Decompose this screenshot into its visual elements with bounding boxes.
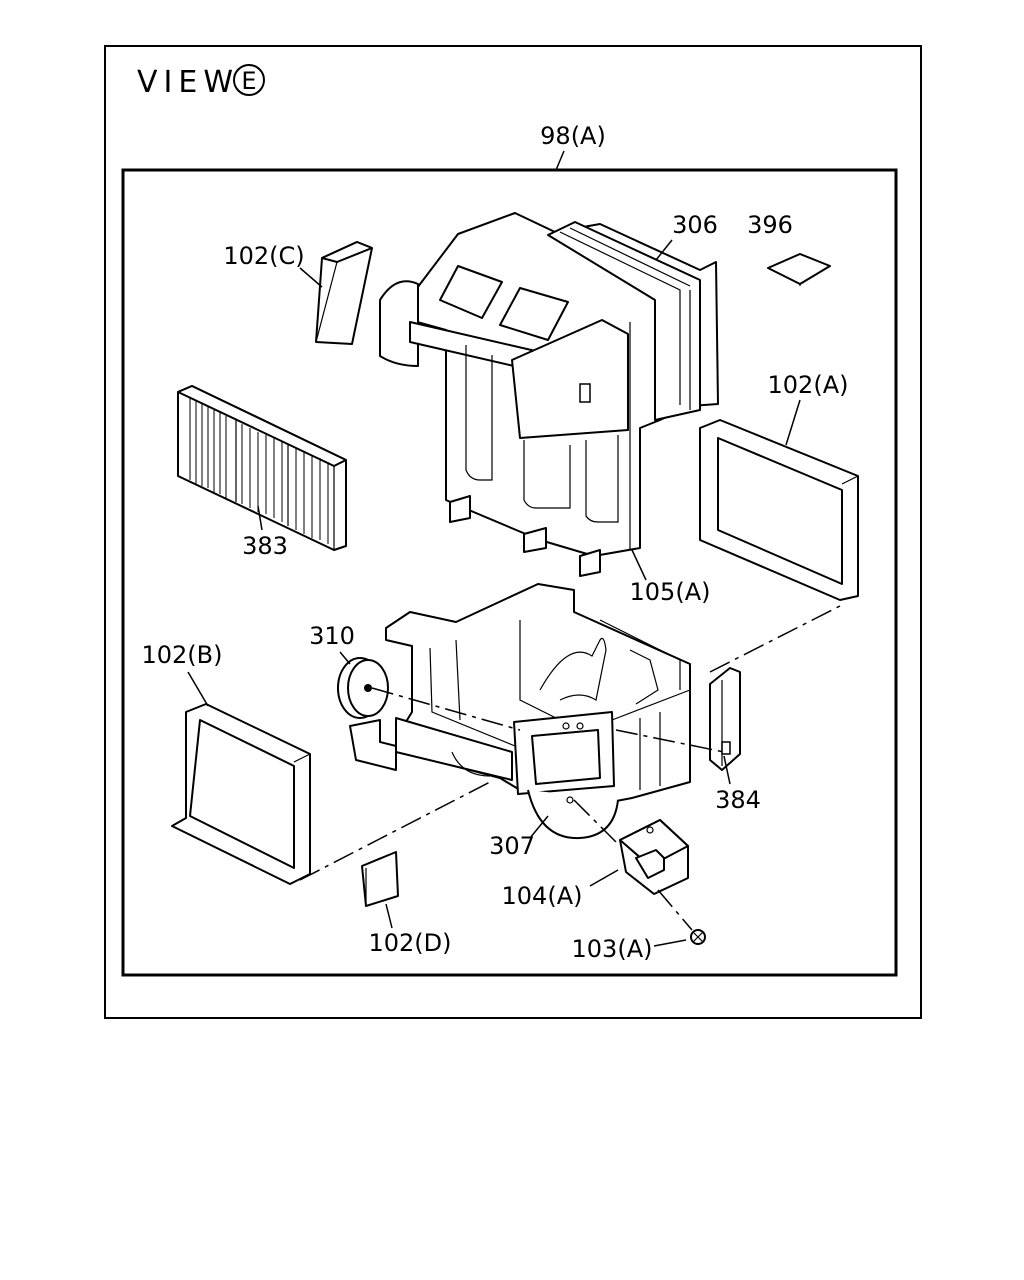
leader-102a <box>785 399 801 446</box>
view-letter: E <box>241 67 256 95</box>
part-307-lower-case <box>349 583 691 840</box>
label-310: 310 <box>309 622 355 650</box>
label-105a: 105(A) <box>630 578 711 606</box>
leader-383 <box>257 505 263 531</box>
leader-103a <box>653 939 687 947</box>
part-102d-pad <box>361 851 399 907</box>
leader-306 <box>655 239 673 261</box>
leader-98a <box>555 150 565 171</box>
view-title: VIEW <box>137 65 239 100</box>
label-384: 384 <box>715 786 761 814</box>
label-103a: 103(A) <box>572 935 653 963</box>
axis-102a <box>709 605 841 673</box>
axis-103a <box>657 889 693 931</box>
view-letter-circle: E <box>233 64 265 96</box>
axis-104a <box>573 799 617 843</box>
leader-102d <box>385 903 393 929</box>
axis-102b <box>299 781 491 881</box>
part-396-pad <box>767 253 831 286</box>
label-102a: 102(A) <box>768 371 849 399</box>
part-104a-resistor <box>619 819 689 895</box>
outer-frame <box>104 45 922 1019</box>
part-384-cover <box>709 667 741 771</box>
label-102b: 102(B) <box>142 641 223 669</box>
part-102a-frame <box>699 419 859 601</box>
leader-102c <box>299 267 323 288</box>
part-306-upper-case <box>379 212 719 577</box>
part-102b-frame <box>171 703 311 885</box>
leader-384 <box>723 755 731 785</box>
label-307: 307 <box>489 832 535 860</box>
part-103a-screw <box>690 929 706 945</box>
assembly-frame <box>121 168 898 977</box>
leader-102b <box>187 671 209 707</box>
label-104a: 104(A) <box>502 882 583 910</box>
label-98a: 98(A) <box>540 122 606 150</box>
leader-307 <box>529 815 549 839</box>
axis-310 <box>371 687 521 731</box>
leader-310 <box>339 651 351 665</box>
part-310-blower-wheel <box>337 657 389 719</box>
label-306: 306 <box>672 211 718 239</box>
label-383: 383 <box>242 532 288 560</box>
label-396: 396 <box>747 211 793 239</box>
part-102c-filter <box>315 241 373 345</box>
label-102c: 102(C) <box>223 242 304 270</box>
axis-384 <box>615 729 725 753</box>
part-383-filter <box>177 385 347 551</box>
label-102d: 102(D) <box>368 929 451 957</box>
leader-104a <box>589 869 619 887</box>
leader-105a <box>631 549 647 581</box>
